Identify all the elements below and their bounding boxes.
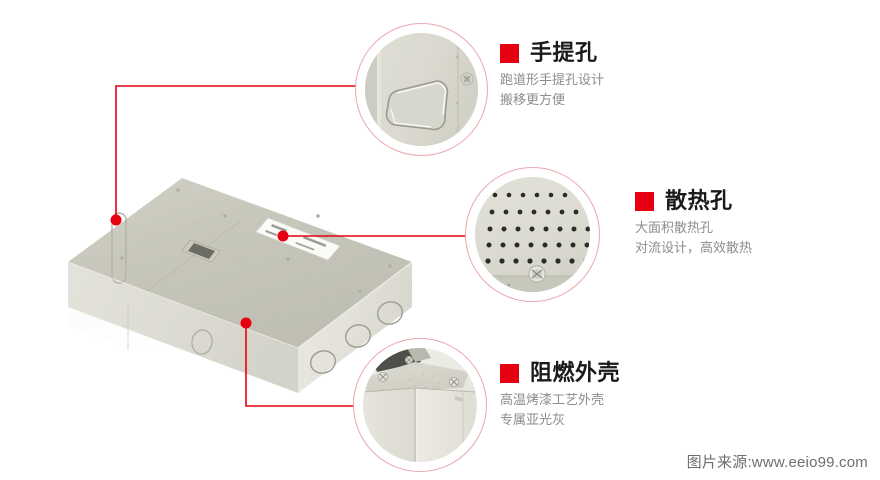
callout-flame-retardant-shell-head: 阻燃外壳 xyxy=(500,362,620,384)
inset-corner-shell xyxy=(353,338,487,472)
callout-handle-hole-head: 手提孔 xyxy=(500,42,604,64)
callout-flame-retardant-shell-title: 阻燃外壳 xyxy=(530,360,621,385)
red-square-bullet-icon xyxy=(500,43,519,63)
product-image xyxy=(60,150,420,400)
panel-screw xyxy=(528,265,546,283)
callout-vent-holes: 散热孔 大面积散热孔 对流设计，高效散热 xyxy=(635,190,752,258)
red-square-bullet-icon xyxy=(500,363,519,383)
lid-screws xyxy=(377,355,460,388)
product-port xyxy=(181,239,221,263)
callout-vent-holes-line-2: 对流设计，高效散热 xyxy=(635,240,753,256)
callout-handle-hole-line-2: 搬移更方便 xyxy=(500,92,566,108)
vent-hole-grid xyxy=(485,192,590,264)
callout-vent-holes-title: 散热孔 xyxy=(665,188,733,213)
inset-vent-holes xyxy=(465,167,600,302)
callout-handle-hole-line-1: 跑道形手提孔设计 xyxy=(500,72,605,87)
marker-dot-handle-hole xyxy=(110,214,122,226)
callout-vent-holes-line-1: 大面积散热孔 xyxy=(635,220,714,235)
callout-flame-retardant-shell-line-2: 专属亚光灰 xyxy=(500,412,566,428)
source-watermark: 图片来源:www.eeio99.com xyxy=(686,454,868,471)
inset-handle-slot xyxy=(355,23,488,156)
callout-handle-hole: 手提孔 跑道形手提孔设计 搬移更方便 xyxy=(500,42,604,110)
callout-handle-hole-title: 手提孔 xyxy=(530,40,598,65)
callout-flame-retardant-shell: 阻燃外壳 高温烤漆工艺外壳 专属亚光灰 xyxy=(500,362,620,430)
marker-dot-shell xyxy=(240,317,252,329)
callout-vent-holes-head: 散热孔 xyxy=(635,190,752,212)
callout-flame-retardant-shell-line-1: 高温烤漆工艺外壳 xyxy=(500,392,605,407)
red-square-bullet-icon xyxy=(635,191,654,211)
marker-dot-vent-holes xyxy=(277,230,289,242)
